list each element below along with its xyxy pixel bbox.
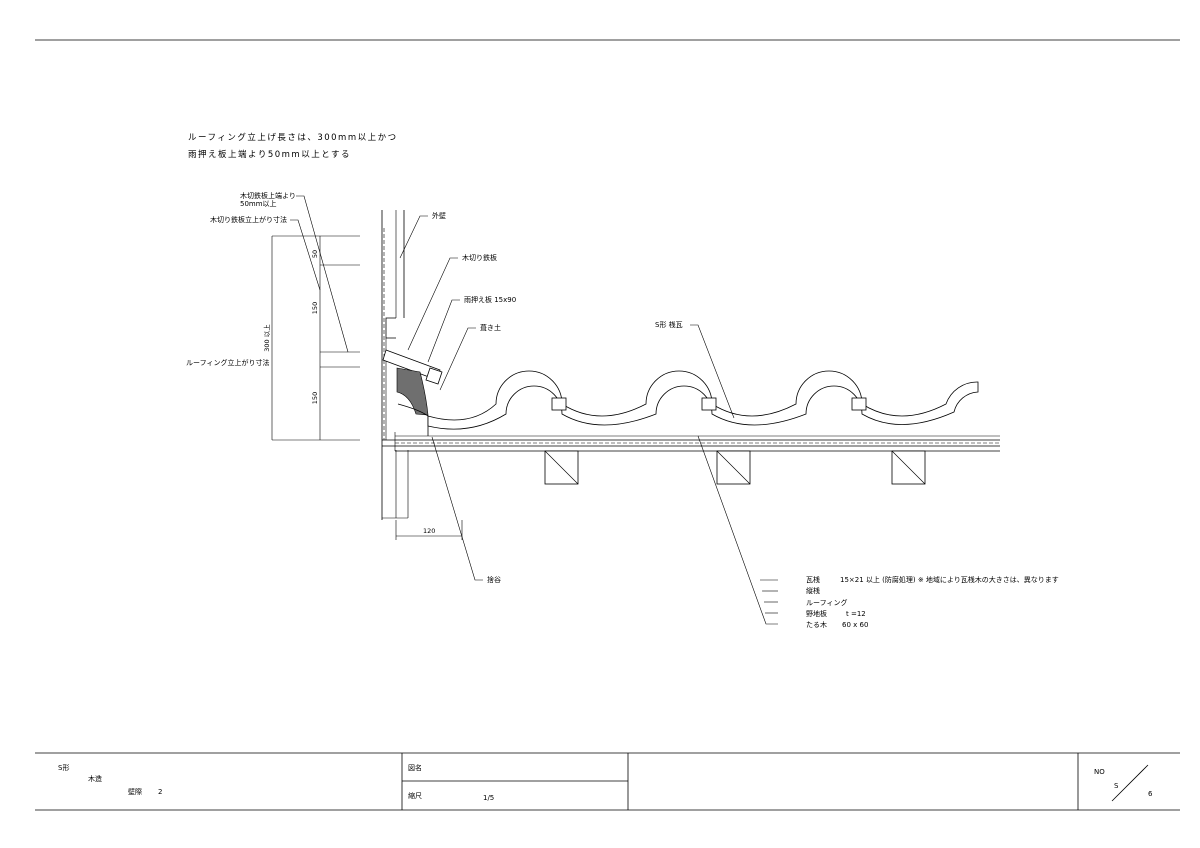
label-fukitsuchi: 葺き土 [480,323,501,332]
s-tile-row [427,370,979,430]
dim-50: 50 [311,250,319,258]
label-amaosae-board: 雨押え板 15x90 [464,295,516,304]
leader-kikiri-top [296,195,349,353]
no-series: S [1114,782,1119,790]
layer-2-name: ルーフィング [806,598,847,607]
label-outer-wall: 外壁 [432,211,446,220]
title-part-no: 2 [158,788,162,796]
title-type: S形 [58,764,69,772]
title-part: 壁際 [128,787,142,796]
note-line-2: 雨押え板上端より50mm以上とする [188,149,351,160]
roof-deck [382,432,1000,452]
leader-kikiri-height [290,219,321,291]
title-block [35,752,1180,811]
layer-4-spec: 60 x 60 [842,621,868,629]
label-kikiri-top-2: 50mm以上 [240,199,277,208]
layer-4-name: たる木 [806,620,827,629]
outer-wall [381,210,409,520]
scale-value: 1/5 [483,794,494,802]
label-s-tile: S形 桟瓦 [655,320,683,329]
dim-300: 300 以上 [262,324,271,352]
no-label: NO [1094,768,1105,776]
layer-0-spec: 15×21 以上 (防腐処理) ※ 地域により瓦桟木の大きさは、異なります [840,575,1059,584]
dim-150-lower: 150 [311,392,319,404]
label-kikiri-plate: 木切り鉄板 [462,253,497,262]
leader-s-tile [690,324,735,419]
label-valley: 捨谷 [487,575,501,584]
note-line-1: ルーフィング立上げ長さは、300mm以上かつ [188,132,398,143]
leader-kikiri-plate [407,257,458,351]
no-number: 6 [1148,790,1153,798]
rafters [544,450,926,485]
title-structure: 木造 [88,774,102,783]
leader-amaosae-board [427,299,460,363]
drawing-name-label: 図名 [408,763,422,772]
kikiri-plate [385,317,396,440]
scale-label: 縮尺 [408,791,422,800]
leader-fukitsuchi [439,327,476,391]
label-kikiri-top-1: 木切鉄板上端より [240,191,296,200]
layers-leader [697,435,778,625]
fukitsuchi-mortar [396,367,429,416]
layer-3-spec: t =12 [846,610,866,618]
leader-valley [431,436,483,581]
dim-120: 120 [423,527,435,535]
layer-0-name: 瓦桟 [806,575,820,584]
leader-outer-wall [399,215,428,259]
layer-1-name: 縦桟 [806,586,820,595]
tile-battens [551,397,867,411]
dim-150-upper: 150 [311,302,319,314]
label-roofing-height: ルーフィング立上がり寸法 [186,358,269,367]
layer-3-name: 野地板 [806,609,827,618]
dimension-lines [271,235,360,441]
label-kikiri-height: 木切り鉄板立上がり寸法 [210,215,287,224]
amaosae-board [382,349,443,385]
